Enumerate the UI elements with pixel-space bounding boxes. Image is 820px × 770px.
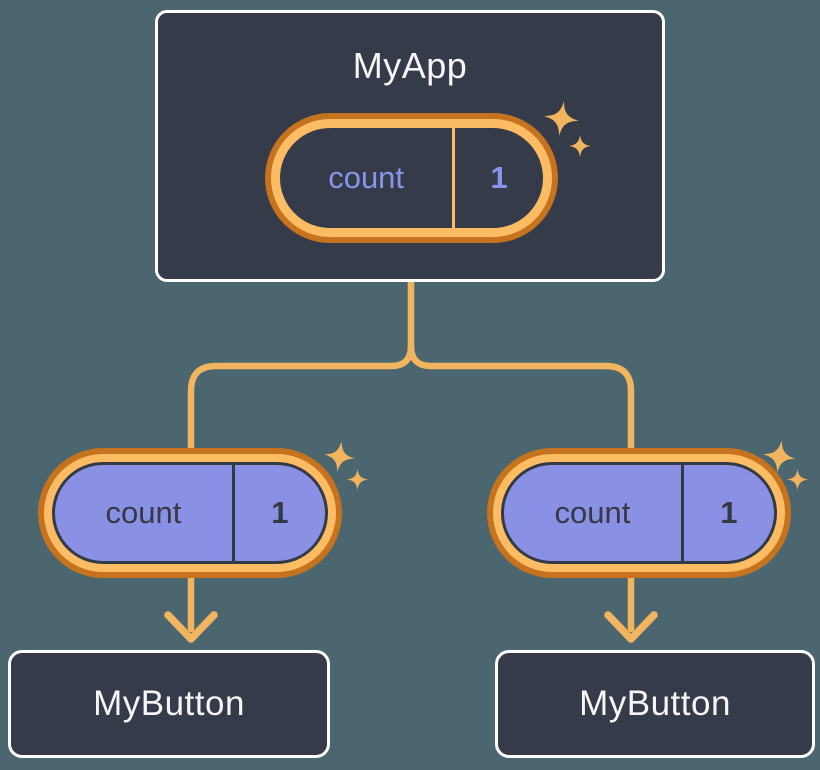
state-name-label: count <box>328 160 405 195</box>
prop-name-label: count <box>105 495 182 530</box>
pill-divider <box>231 465 235 561</box>
pill-divider <box>452 128 456 228</box>
state-name-cell: count <box>280 128 452 228</box>
sparkle-icon <box>569 135 591 157</box>
right-branch-line <box>407 342 635 464</box>
prop-value: 1 <box>720 495 738 530</box>
left-branch-line <box>187 342 415 464</box>
pill-divider <box>680 465 684 561</box>
left-child-component-card: MyButton <box>8 650 330 758</box>
prop-value-cell: 1 <box>235 465 325 561</box>
state-value: 1 <box>490 160 508 195</box>
child-component-title: MyButton <box>93 684 245 723</box>
sparkle-icon <box>787 469 808 490</box>
child-component-title: MyButton <box>579 684 731 723</box>
right-prop-pill: count 1 <box>501 462 777 564</box>
prop-name-cell: count <box>55 465 232 561</box>
sparkle-icon <box>761 438 798 475</box>
left-arrow-down-icon <box>164 611 218 643</box>
left-prop-pill: count 1 <box>52 462 328 564</box>
root-state-pill: count 1 <box>271 119 552 237</box>
prop-value: 1 <box>271 495 289 530</box>
state-value-cell: 1 <box>455 128 543 228</box>
sparkle-icon <box>347 469 368 490</box>
prop-name-cell: count <box>504 465 681 561</box>
prop-value-cell: 1 <box>684 465 774 561</box>
sparkle-icon <box>542 99 582 139</box>
right-child-component-card: MyButton <box>495 650 815 758</box>
sparkle-icon <box>322 439 357 474</box>
root-component-title: MyApp <box>352 45 468 86</box>
prop-name-label: count <box>554 495 631 530</box>
right-arrow-down-icon <box>604 611 658 643</box>
